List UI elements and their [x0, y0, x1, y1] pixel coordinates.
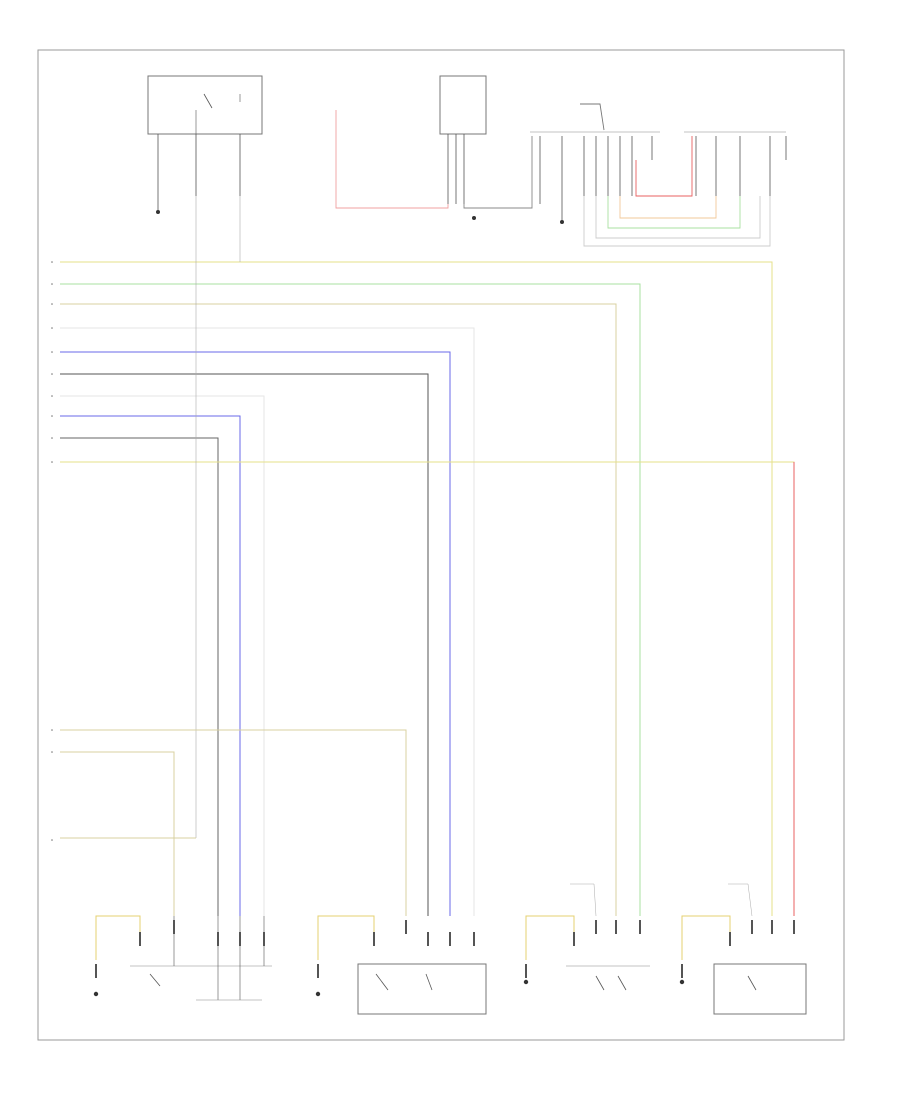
component-bottom-right-module: [681, 915, 807, 1015]
component-top-mid-module: [439, 75, 487, 135]
top-cross-wires: [335, 103, 771, 247]
connector-icon: [95, 920, 795, 978]
bus-wire-markers: [51, 261, 53, 841]
component-bottom-left-switch: [95, 915, 272, 1001]
top-pin-stubs: [157, 134, 787, 220]
ground-icon: [93, 979, 685, 997]
component-bottom-mid-module: [317, 915, 487, 1015]
annotation-leaders: [570, 883, 753, 917]
bus-wires: [60, 261, 795, 916]
ground-icon: [156, 210, 564, 224]
through-wires: [195, 196, 241, 838]
diagram-frame: [37, 49, 845, 1041]
component-bottom-right-mid-switch: [525, 915, 650, 991]
component-top-left-switch-module: [147, 75, 263, 135]
lower-bus-wires: [60, 729, 407, 916]
